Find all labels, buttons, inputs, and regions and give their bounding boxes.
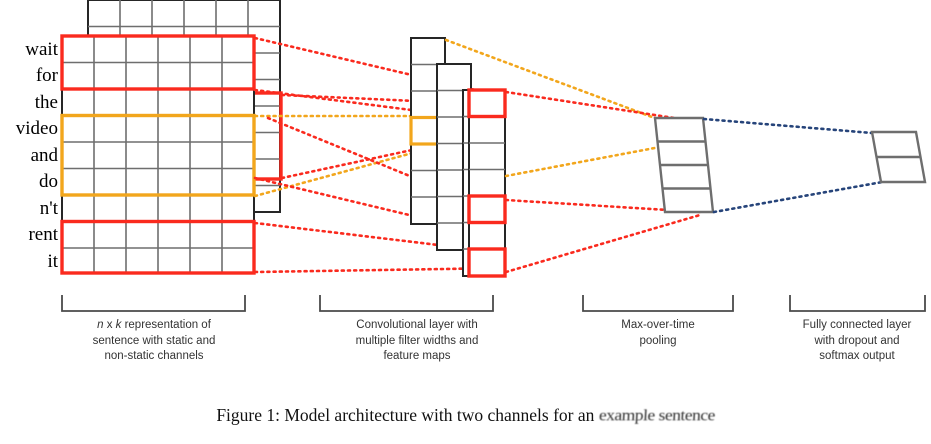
- conv-line3: feature maps: [383, 350, 451, 363]
- label-line3: non-static channels: [104, 350, 204, 363]
- word-label-4: and: [30, 145, 58, 166]
- word-label-0: wait: [25, 39, 58, 60]
- pool-line1: Max-over-time: [621, 319, 695, 331]
- bracket-pooling: [582, 295, 734, 312]
- feature-cell-red-c4-bottom: [467, 247, 507, 278]
- word-label-7: rent: [28, 224, 58, 245]
- italic-n: n: [97, 319, 104, 331]
- word-label-2: the: [34, 92, 58, 113]
- feature-cell-red-c4-top: [467, 88, 507, 119]
- label-mid-x: x: [103, 319, 116, 331]
- figure-caption: Figure 1: Model architecture with two ch…: [0, 405, 931, 426]
- pool-line2: pooling: [639, 334, 677, 347]
- max-pooling-layer: [653, 116, 715, 214]
- filter-region-red-bottom: [60, 219, 256, 275]
- label-line1-post: representation of: [121, 319, 211, 331]
- word-label-1: for: [35, 65, 58, 86]
- word-label-8: it: [47, 251, 58, 272]
- out-line1: Fully connected layer: [802, 319, 912, 331]
- word-label-6: n't: [39, 198, 58, 219]
- bracket-output: [789, 295, 926, 312]
- group-brackets: [61, 295, 926, 312]
- group-label-input-matrix: n x k representation of sentence with st…: [42, 318, 266, 365]
- word-label-5: do: [39, 171, 58, 192]
- bracket-input-matrix: [61, 295, 246, 312]
- out-line2: with dropout and: [814, 334, 900, 347]
- conv-line2: multiple filter widths and: [355, 334, 479, 347]
- word-label-3: video: [15, 118, 58, 139]
- feature-cell-red-c4-mid: [467, 194, 507, 225]
- italic-k: k: [115, 319, 122, 331]
- connectors-pooling-to-output: [702, 117, 890, 214]
- group-label-conv-layer: Convolutional layer with multiple filter…: [312, 318, 522, 365]
- filter-region-orange-middle: [60, 113, 256, 197]
- sentence-matrix-front-channel: [61, 35, 255, 274]
- fully-connected-output-layer: [870, 130, 927, 184]
- label-line2: sentence with static and: [92, 334, 216, 347]
- model-architecture-diagram: [60, 0, 927, 312]
- caption-distorted-text: example sentence: [598, 405, 716, 425]
- conv-line1: Convolutional layer with: [356, 319, 478, 331]
- feature-map-column-4: [467, 88, 507, 278]
- group-label-output: Fully connected layer with dropout and s…: [782, 318, 931, 365]
- group-label-pooling: Max-over-time pooling: [578, 318, 738, 349]
- filter-region-red-top: [60, 34, 256, 91]
- out-line3: softmax output: [819, 350, 895, 363]
- bracket-conv-layer: [319, 295, 494, 312]
- caption-main-text: Figure 1: Model architecture with two ch…: [216, 405, 599, 425]
